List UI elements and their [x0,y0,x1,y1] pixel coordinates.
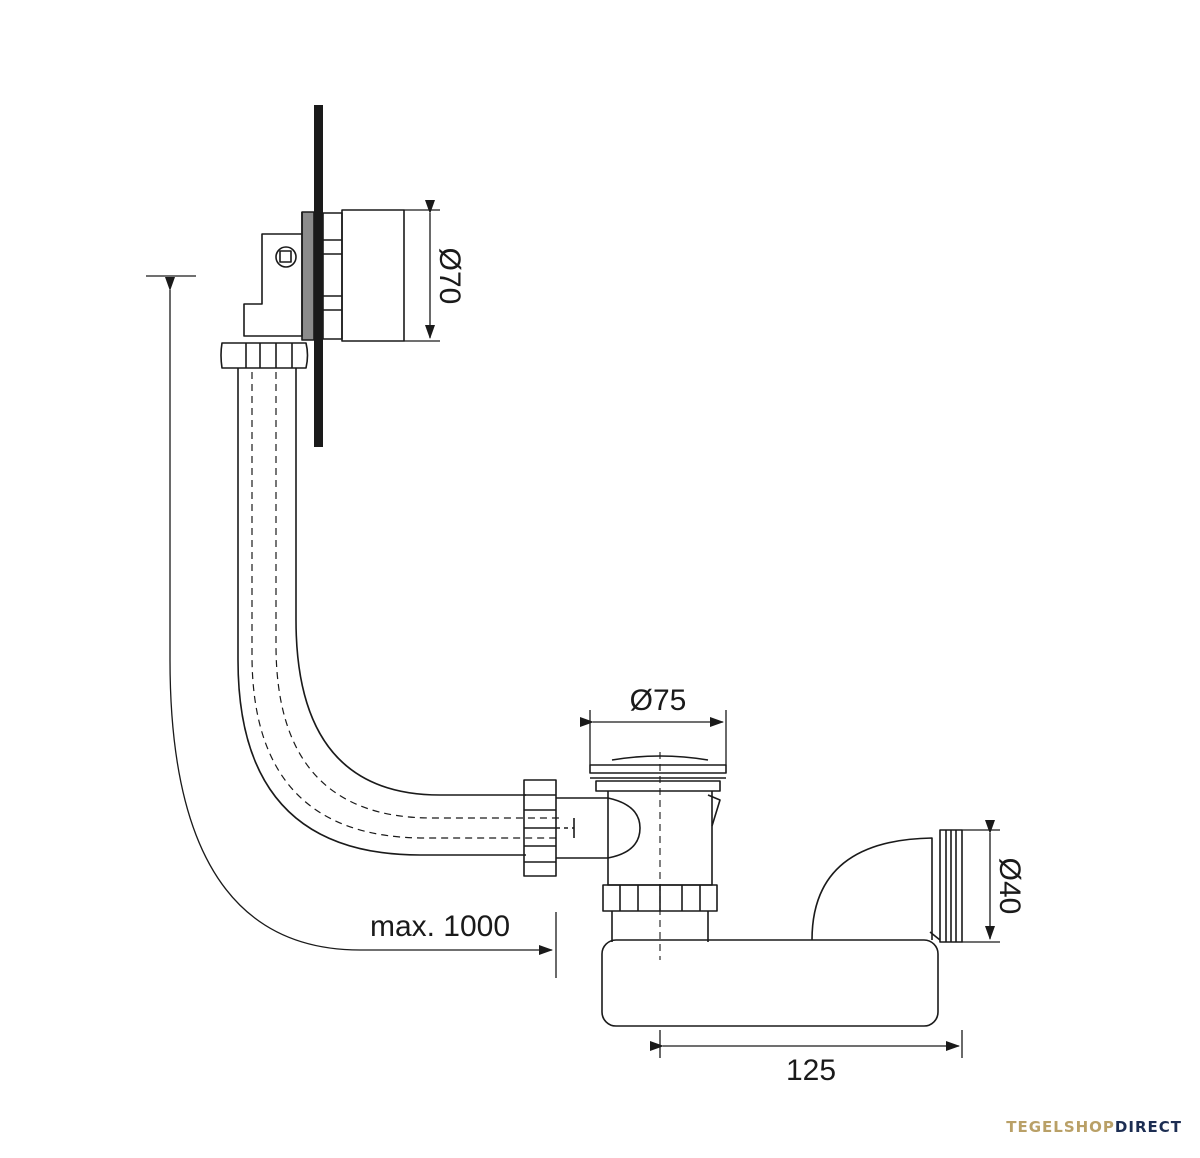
outlet-diameter-label: Ø75 [630,684,687,717]
trap-offset-label: 125 [786,1054,836,1087]
trap-body [601,939,939,1027]
brand-logo: TEGELSHOPDIRECT [1006,1118,1182,1136]
max-length-label: max. 1000 [370,910,510,943]
overflow-screw [275,246,297,268]
overflow-bracket [243,212,303,337]
overflow-cover-cap [341,209,405,342]
overflow-union-nut [220,342,309,369]
outlet-assembly [523,752,963,1027]
trap-elbow [811,837,933,941]
dimension-lines [146,200,1000,1058]
overflow-gasket [301,211,315,341]
brand-logo-part2: DIRECT [1114,1118,1182,1136]
brand-logo-part1: TEGELSHOP [1006,1118,1115,1136]
connecting-hose [237,368,560,856]
overflow-diameter-label: Ø70 [433,248,466,305]
overflow-assembly [220,105,405,447]
drain-diameter-label: Ø40 [993,858,1026,915]
bath-wall-plate [314,105,323,447]
